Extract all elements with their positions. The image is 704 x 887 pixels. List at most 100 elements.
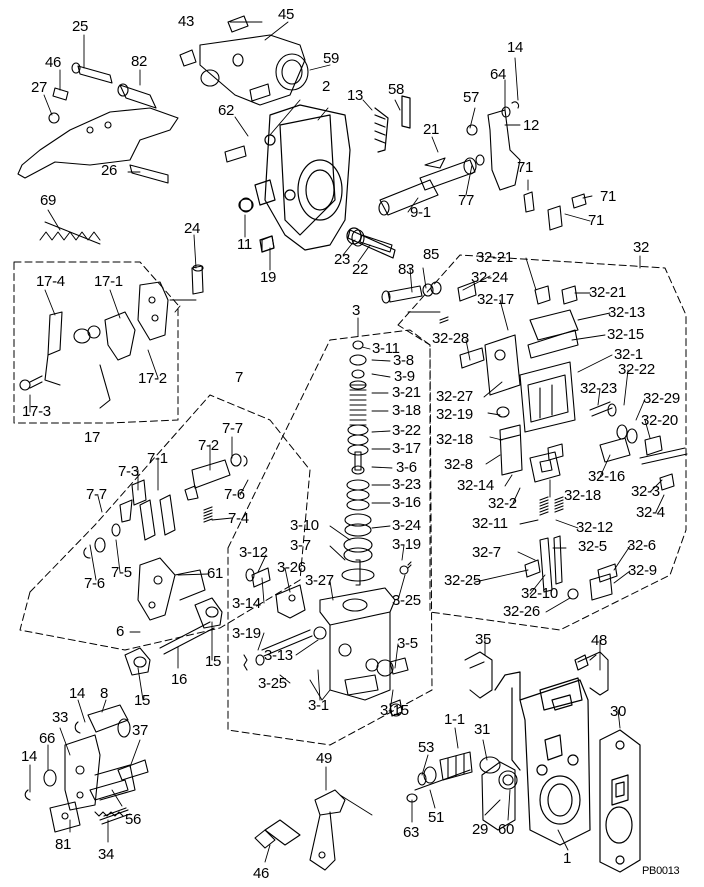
callout-label: 3-26	[277, 559, 306, 576]
callout-label: 3-12	[239, 544, 268, 561]
callout-label: 22	[352, 261, 369, 278]
callout-label: 3-5	[397, 635, 418, 652]
callout-label: 58	[388, 81, 405, 98]
callout-label: 32-27	[436, 388, 473, 405]
small-fasteners	[191, 197, 393, 295]
callout-label: 32-23	[580, 380, 617, 397]
callout-label: 3-16	[392, 494, 421, 511]
clip-35	[464, 651, 493, 699]
plate-12-group	[466, 101, 521, 191]
callout-label: 32-17	[477, 291, 514, 308]
callout-label: 32-11	[472, 515, 508, 532]
callout-label: 7-1	[147, 450, 168, 467]
callout-label: 15	[205, 653, 222, 670]
callout-label: 82	[131, 53, 148, 70]
callout-label: 7-6	[84, 575, 105, 592]
callout-label: 23	[334, 251, 351, 268]
callout-label: 11	[237, 236, 252, 253]
callout-label: 3-23	[392, 476, 421, 493]
callout-label: 3-17	[392, 440, 421, 457]
callout-label: 7-4	[228, 510, 249, 527]
callout-label: 48	[591, 632, 608, 649]
callout-label: 12	[523, 117, 540, 134]
callout-label: 24	[184, 220, 201, 237]
callout-label: 32-4	[636, 504, 665, 521]
callout-label: 34	[98, 846, 115, 863]
callout-label: 83	[398, 261, 415, 278]
callout-label: 3-24	[392, 517, 421, 534]
lever-49	[254, 789, 346, 871]
callout-label: 3-15	[380, 702, 409, 719]
callout-label: 14	[21, 748, 38, 765]
callout-label: 3-1	[308, 697, 329, 714]
callout-label: 71	[588, 212, 605, 229]
callout-label: 32-2	[488, 495, 517, 512]
governor-link-group-7	[83, 453, 248, 621]
callout-label: 6	[116, 623, 125, 640]
callout-label: 71	[517, 159, 534, 176]
callout-label: 3-8	[393, 352, 414, 369]
group-7-boundary	[19, 394, 311, 651]
callout-label: 26	[101, 162, 118, 179]
pump-housing-1	[494, 654, 591, 846]
governor-cover-group	[179, 15, 309, 163]
callout-label: 19	[260, 269, 277, 286]
group-17-boundary	[13, 261, 179, 424]
callout-label: 3-21	[392, 384, 421, 401]
bracket-48	[577, 651, 609, 696]
callout-label: 3	[352, 302, 361, 319]
callout-label: 60	[498, 821, 515, 838]
callout-label: 30	[610, 703, 627, 720]
callout-label: 21	[423, 121, 440, 138]
callout-label: 49	[316, 750, 333, 767]
callout-label: 32-18	[564, 487, 601, 504]
callout-label: 32-25	[444, 572, 481, 589]
callout-label: 1-1	[444, 711, 465, 728]
callout-label: 35	[475, 631, 492, 648]
leader-lines	[29, 21, 665, 863]
callout-label: 3-6	[396, 459, 417, 476]
group-32-boundary	[397, 254, 687, 631]
callout-label: 7-7	[86, 486, 107, 503]
callout-label: 3-9	[394, 368, 415, 385]
callout-label: 7-6	[224, 486, 245, 503]
callout-label: 16	[171, 671, 188, 688]
governor-stack-group-3	[243, 340, 412, 717]
callout-label: 17	[84, 429, 101, 446]
callout-label: 51	[428, 809, 445, 826]
callout-label: 27	[31, 79, 48, 96]
callout-label: 32-10	[521, 585, 558, 602]
callout-label: 32-3	[631, 483, 660, 500]
callout-label: 3-22	[392, 422, 421, 439]
governor-housing-2	[238, 95, 411, 259]
callout-label: 7-3	[118, 463, 139, 480]
callout-label: 33	[52, 709, 69, 726]
callout-label: 7-2	[198, 437, 219, 454]
callout-label: 32-21	[476, 249, 513, 266]
callout-label: 32-21	[589, 284, 626, 301]
gasket-30	[599, 729, 641, 873]
callout-label: 32-29	[643, 390, 680, 407]
callout-label: 32	[633, 239, 650, 256]
callout-label: 85	[423, 246, 440, 263]
callout-label: 15	[134, 692, 151, 709]
callout-label: 32-7	[472, 544, 501, 561]
callout-label: 7	[235, 369, 244, 386]
callout-label: 46	[253, 865, 270, 882]
group-3-boundary	[227, 329, 433, 746]
callout-label: 81	[55, 836, 72, 853]
callout-label: 3-18	[392, 402, 421, 419]
callout-label: 17-1	[94, 273, 123, 290]
lower-left-bracket-group	[24, 734, 149, 833]
callout-label: 32-24	[471, 269, 508, 286]
callout-label: 45	[278, 6, 295, 23]
callout-label: 9-1	[410, 204, 431, 221]
solenoid-group-32	[439, 191, 688, 601]
callout-label: 7-5	[111, 564, 132, 581]
callout-label: 32-20	[641, 412, 678, 429]
callout-label: 8	[100, 685, 109, 702]
group-boundaries	[13, 254, 687, 746]
callout-label: 32-14	[457, 477, 494, 494]
callout-label: 63	[403, 824, 420, 841]
callout-label: 32-12	[576, 519, 613, 536]
